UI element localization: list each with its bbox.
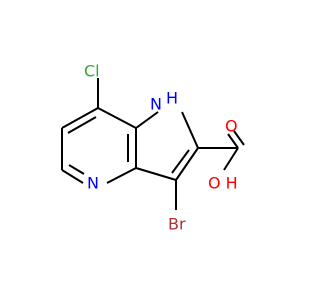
atom-carbonyl-oxygen: O — [225, 117, 238, 136]
bond-c7-c7a — [97, 107, 137, 129]
bond-c2-c3-inner — [171, 149, 190, 174]
bond-c7-c6 — [61, 107, 99, 129]
bond-c2-c3 — [175, 147, 199, 181]
bond-c5-n4-inner — [68, 164, 85, 175]
atom-pyridine-nitrogen: N — [87, 174, 99, 193]
bond-n4-c3a — [106, 167, 137, 184]
molecule-canvas: Cl H N O O H N Br — [61, 62, 245, 234]
bond-c3-c3a — [135, 167, 177, 181]
molecule-structure: Cl H N O O H N Br — [61, 62, 245, 234]
atom-hydroxyl: O H — [208, 174, 238, 193]
bond-carboxyl-oh — [223, 147, 239, 171]
atom-chlorine: Cl — [84, 62, 100, 81]
bond-n1-c2 — [181, 111, 199, 149]
atom-nh-h: H — [166, 89, 178, 108]
bond-carboxyl-o-double-a — [227, 133, 239, 149]
bond-c7a-n1 — [135, 111, 159, 129]
atom-bromine: Br — [168, 215, 186, 234]
bond-c7-c6-inner — [67, 116, 97, 134]
bond-carboxyl-o-double-b — [233, 130, 245, 146]
atom-nh-n: N — [150, 95, 162, 114]
bond-c5-n4 — [61, 169, 84, 184]
